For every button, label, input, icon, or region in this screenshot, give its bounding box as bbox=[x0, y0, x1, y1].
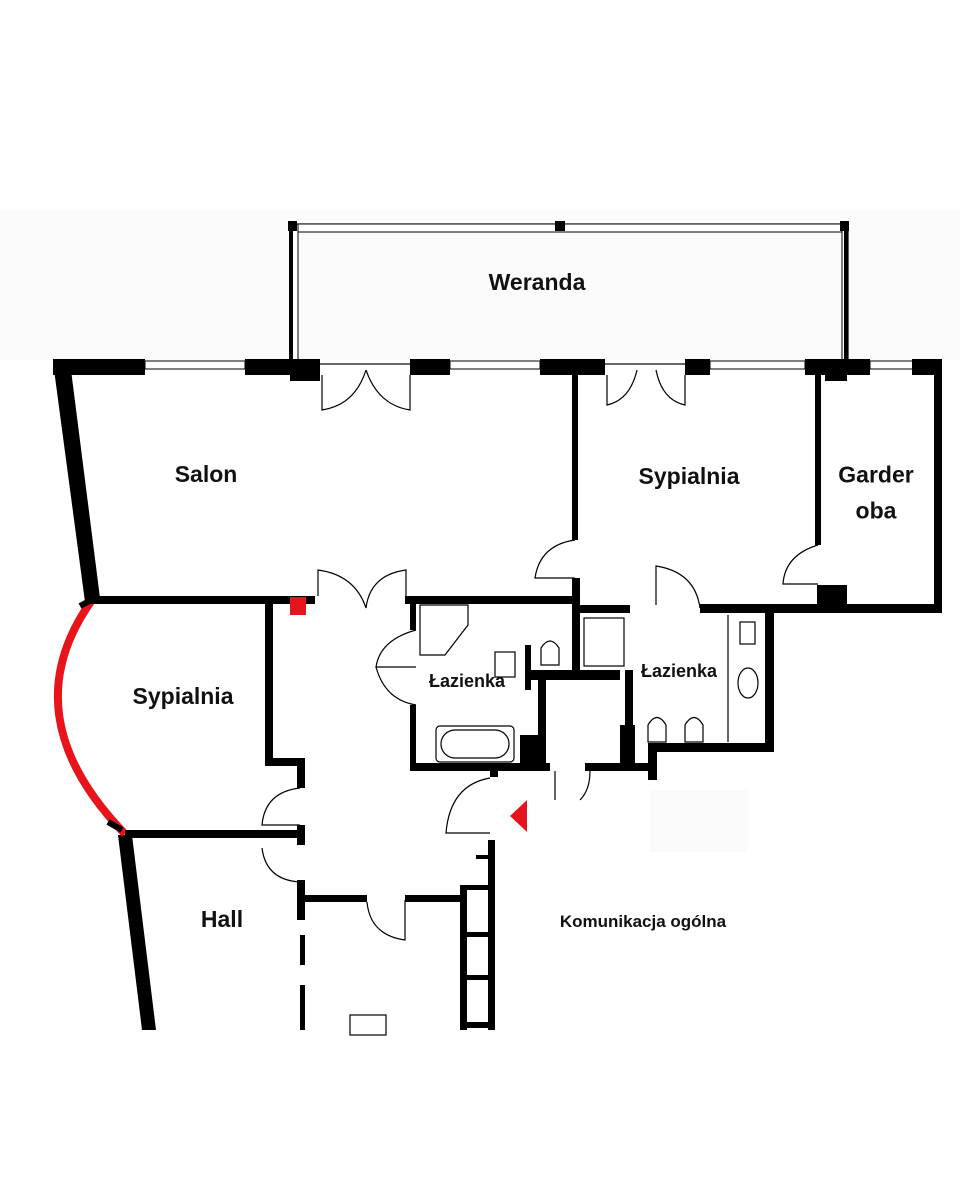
room-label-komunikacja: Komunikacja ogólna bbox=[559, 911, 727, 931]
room-label-salon: Salon bbox=[174, 461, 238, 488]
red-marker bbox=[290, 597, 306, 615]
entrance-marker-icon bbox=[510, 800, 527, 832]
stairs bbox=[460, 840, 495, 1030]
room-label-garderoba: Garder oba bbox=[838, 461, 914, 523]
room-label-hall: Hall bbox=[200, 906, 244, 933]
interior-walls bbox=[90, 375, 847, 1030]
room-label-lazienka-left: Łazienka bbox=[428, 671, 506, 692]
room-label-sypialnia-left: Sypialnia bbox=[132, 683, 234, 710]
door-swings bbox=[261, 369, 819, 941]
veranda-frame bbox=[288, 221, 849, 365]
bathroom-fixtures bbox=[419, 604, 759, 763]
room-label-sypialnia-main: Sypialnia bbox=[638, 463, 740, 490]
curved-window-accent bbox=[53, 597, 128, 837]
room-label-lazienka-right: Łazienka bbox=[640, 661, 718, 682]
room-label-weranda: Weranda bbox=[488, 269, 586, 296]
